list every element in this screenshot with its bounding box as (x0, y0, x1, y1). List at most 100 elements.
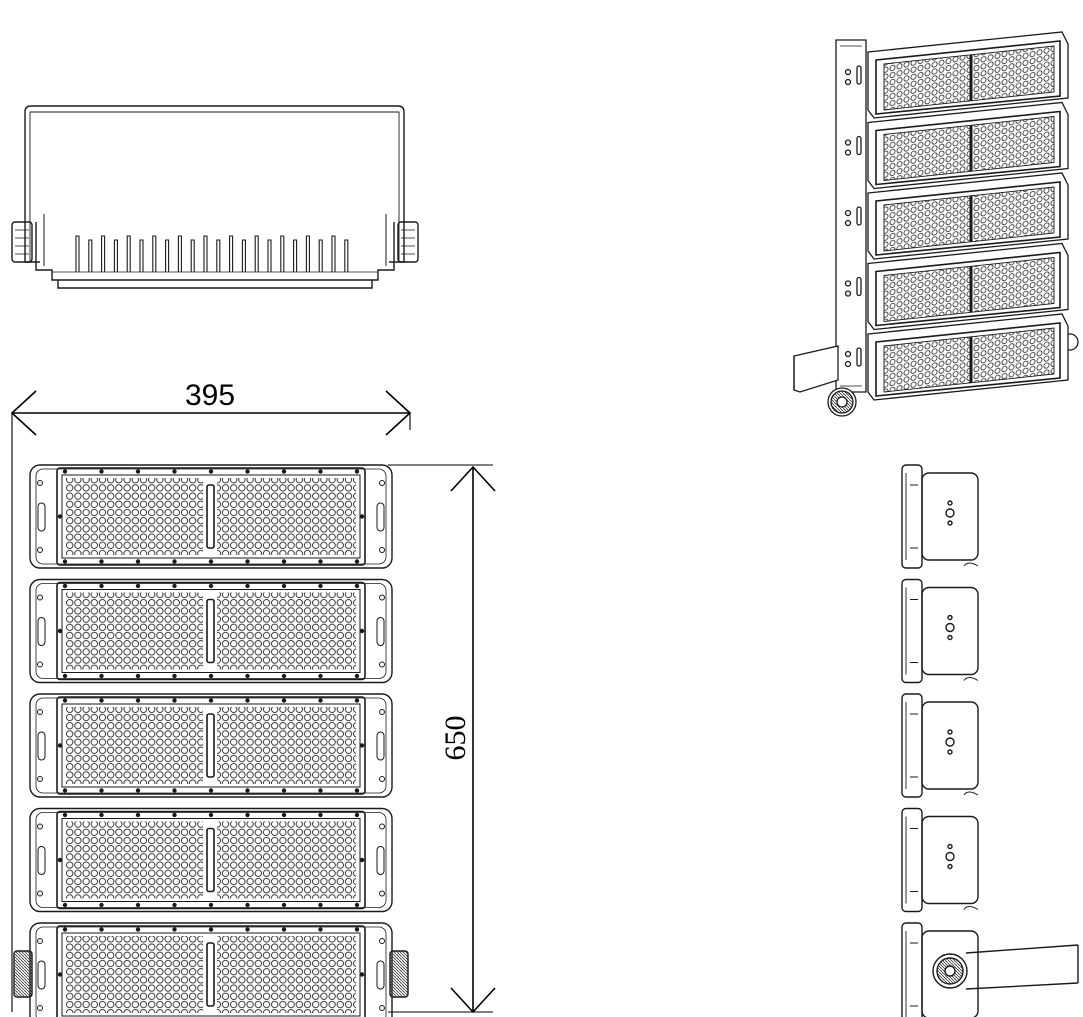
heatsink-fin (229, 235, 234, 272)
screw-hole (844, 360, 852, 368)
frame-screw (208, 559, 214, 564)
center-divider (206, 713, 215, 778)
lens-edge-detail (905, 702, 918, 789)
frame-screw (208, 469, 214, 474)
frame-screw (245, 902, 250, 908)
frame-screw (354, 698, 360, 703)
led-array (66, 592, 203, 670)
screw-hole (37, 823, 43, 830)
lens-edge (901, 578, 923, 684)
frame-screw (99, 902, 104, 908)
frame-screw (359, 514, 365, 519)
led-module (29, 922, 393, 1017)
led-array (217, 592, 356, 670)
screw-hole (37, 594, 43, 601)
led-module (29, 807, 393, 913)
frame-screw (318, 927, 323, 932)
frame-screw (172, 673, 177, 679)
joint-notch (963, 906, 979, 910)
center-divider (206, 598, 215, 664)
screw-hole (844, 149, 852, 156)
mounting-slot (856, 206, 862, 226)
joint-notch (963, 791, 979, 796)
width-dimension (10, 390, 412, 1012)
side-knob (389, 950, 409, 998)
heatsink-fin (190, 239, 195, 272)
frame-screw (62, 673, 68, 679)
frame-screw (281, 927, 287, 932)
frame-screw (318, 698, 323, 703)
frame-screw (318, 788, 323, 793)
led-array (883, 115, 1055, 182)
frame-screw (57, 628, 63, 634)
screw-hole (379, 547, 385, 553)
frame-screw (99, 698, 104, 703)
frame-screw (208, 902, 214, 908)
heatsink-fin (318, 239, 323, 272)
screw-hole (947, 634, 953, 641)
frame-screw (99, 583, 104, 589)
lens-edge (901, 693, 923, 798)
side-knob (13, 950, 33, 998)
module-inner-edge (35, 468, 387, 565)
module-inner-edge (35, 697, 387, 794)
side-module (901, 807, 979, 913)
frame-screw (99, 469, 104, 474)
screw-hole (379, 776, 385, 782)
center-divider (206, 942, 215, 1007)
led-array (217, 821, 356, 899)
frame-screw (354, 469, 360, 474)
frame-screw (245, 698, 250, 703)
frame-screw (281, 673, 287, 679)
screw-hole (37, 776, 43, 782)
heatsink-fin (344, 239, 349, 272)
side-module (901, 578, 979, 684)
screw-hole (947, 863, 953, 870)
joint-notch (963, 677, 979, 681)
led-array (883, 327, 1055, 393)
frame-screw (172, 927, 177, 932)
perspective-module (844, 101, 1069, 190)
led-array (66, 936, 203, 1013)
screw-hole (37, 480, 43, 486)
frame-screw (318, 559, 323, 564)
pivot-center (944, 965, 956, 977)
frame-screw (62, 788, 68, 793)
led-array (883, 45, 1055, 111)
frame-screw (245, 927, 250, 932)
frame-screw (245, 673, 250, 679)
heatsink-fin (139, 239, 144, 272)
bracket-tab (921, 472, 979, 561)
screw-hole (947, 520, 953, 526)
center-divider (206, 484, 215, 549)
screw-hole (844, 280, 852, 287)
heatsink-fin (203, 235, 208, 272)
led-array (217, 478, 356, 555)
screw-hole (37, 661, 43, 668)
bracket-tab (921, 930, 979, 1017)
lens-edge-detail (905, 587, 918, 675)
screw-hole (947, 749, 953, 755)
perspective-module (844, 172, 1069, 260)
mounting-slot (856, 135, 862, 156)
mounting-slot (376, 960, 385, 990)
frame-screw (62, 902, 68, 908)
pivot-hole (945, 622, 955, 633)
frame-screw (62, 469, 68, 474)
lens-edge-detail (905, 473, 918, 560)
bracket-tab (921, 586, 979, 676)
frame-screw (359, 857, 365, 863)
frame-screw (208, 927, 214, 932)
lens-frame (56, 810, 366, 910)
mounting-slot (37, 731, 46, 761)
frame-screw (135, 698, 141, 703)
screw-hole (844, 139, 852, 146)
lens-edge (901, 922, 923, 1017)
screw-hole (844, 290, 852, 297)
frame-screw (135, 469, 141, 474)
heatsink-fin (293, 239, 298, 272)
screw-hole (844, 350, 852, 358)
side-view (901, 464, 1079, 1017)
front-view (13, 464, 409, 1017)
frame-screw (99, 559, 104, 564)
